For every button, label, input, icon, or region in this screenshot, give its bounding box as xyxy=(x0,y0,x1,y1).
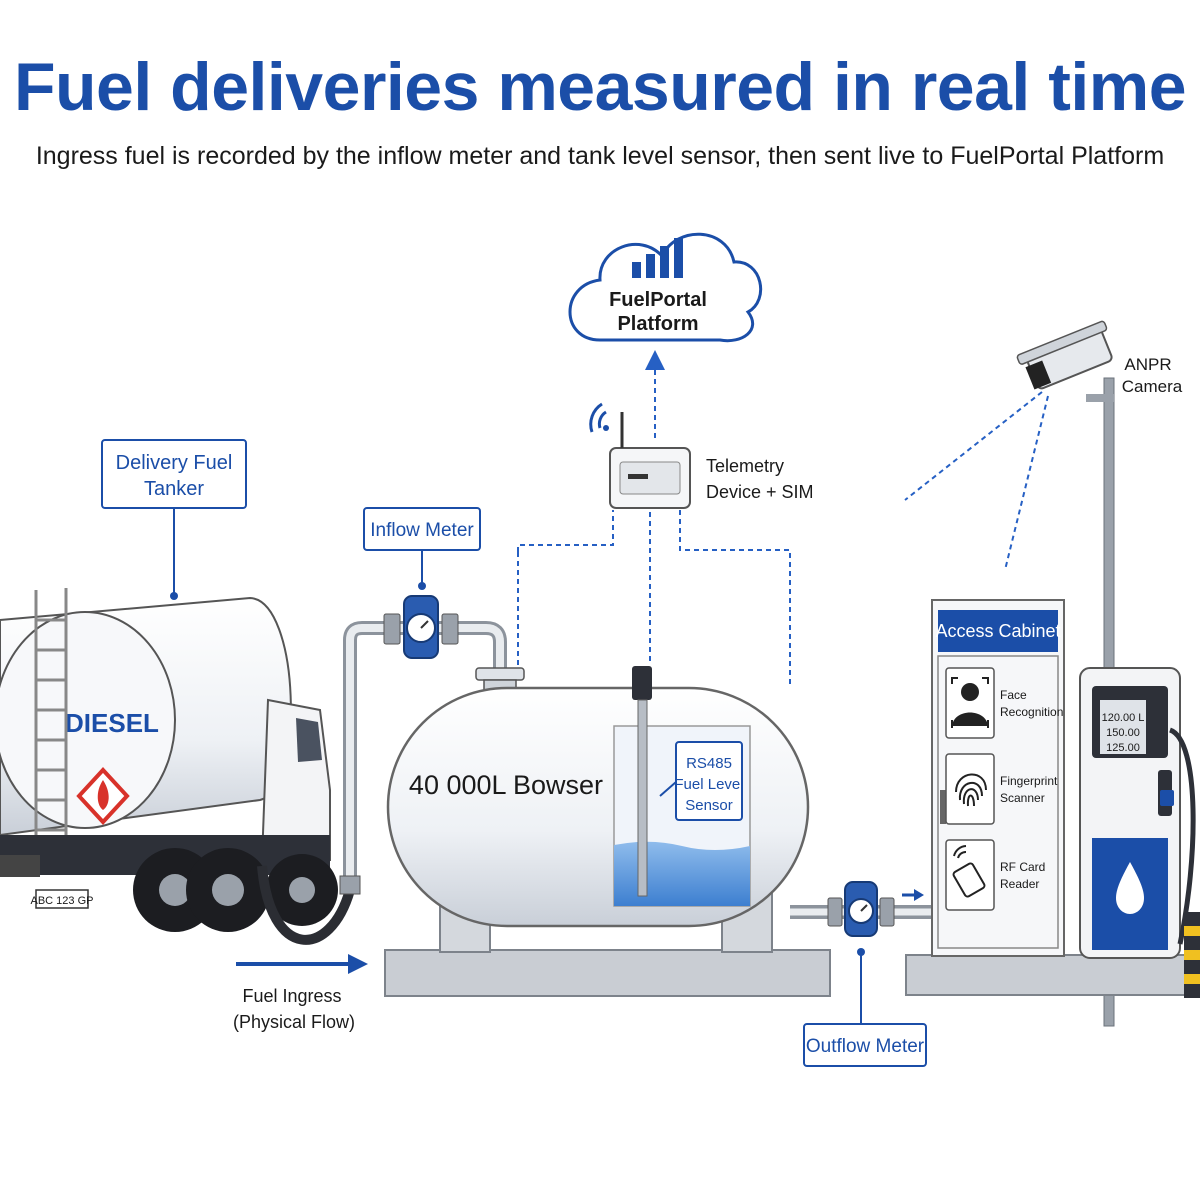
page-subtitle: Ingress fuel is recorded by the inflow m… xyxy=(35,142,1165,170)
ingress-label-line1: Fuel Ingress xyxy=(242,986,341,1006)
face-icon xyxy=(951,677,989,728)
pump-display-value: 150.00 xyxy=(1106,727,1140,739)
rf-card-reader-module[interactable]: RF Card Reader xyxy=(945,839,1045,911)
concrete-base xyxy=(905,954,1200,996)
cabinet-item-label: Scanner xyxy=(1000,791,1045,805)
camera-label-line1: ANPR xyxy=(1124,355,1171,374)
hazard-flame-icon xyxy=(76,767,130,825)
outflow-arrow xyxy=(902,889,924,901)
telemetry-label-line2: Device + SIM xyxy=(706,482,814,502)
fuel-level xyxy=(614,841,750,906)
bowser-tank[interactable]: 40 000L Bowser xyxy=(384,686,831,997)
outflow-meter-device[interactable] xyxy=(827,881,895,937)
access-cabinet[interactable]: Access Cabinet Face Recognition Fingerpr xyxy=(905,599,1200,996)
tanker-callout-line1: Delivery Fuel xyxy=(116,452,233,474)
pump-hose xyxy=(1168,727,1196,945)
cloud-label-line2: Platform xyxy=(617,313,698,335)
cloud-label-line1: FuelPortal xyxy=(609,289,707,311)
camera-view-line xyxy=(904,391,1043,501)
cabinet-title: Access Cabinet xyxy=(935,621,1060,641)
fuel-level-sensor-probe[interactable] xyxy=(632,666,652,897)
sensor-callout: RS485 Fuel Level Sensor xyxy=(659,741,744,821)
license-plate-text: ABC 123 GP xyxy=(31,895,94,907)
cabinet-item-label: Fingerprint xyxy=(1000,774,1058,788)
cabinet-item-label: Face xyxy=(1000,688,1027,702)
license-plate xyxy=(35,889,89,909)
camera-label-line2: Camera xyxy=(1122,377,1183,396)
tanker-ladder xyxy=(34,588,68,855)
outflow-meter-callout: Outflow Meter xyxy=(803,948,927,1067)
signal-bars-icon xyxy=(632,238,683,278)
cabinet-handle xyxy=(940,790,946,824)
fuel-dispenser[interactable]: 120.00 L 150.00 125.00 xyxy=(1079,667,1196,959)
page-title: Fuel deliveries measured in real time xyxy=(13,49,1187,125)
fuel-drop-icon xyxy=(1116,862,1144,914)
outflow-meter-label: Outflow Meter xyxy=(806,1036,925,1057)
delivery-tanker-truck[interactable]: DIESEL ABC xyxy=(0,588,338,932)
pump-display xyxy=(1100,700,1146,754)
ingress-label-line2: (Physical Flow) xyxy=(233,1012,355,1032)
fuelportal-cloud[interactable]: FuelPortal Platform xyxy=(568,232,763,343)
tanker-callout-line2: Tanker xyxy=(144,478,204,500)
cabinet-item-label: Recognition xyxy=(1000,705,1063,719)
truck-wheels xyxy=(133,848,338,932)
cabinet-item-label: RF Card xyxy=(1000,860,1045,874)
tanker-callout: Delivery Fuel Tanker xyxy=(101,439,247,600)
delivery-hose xyxy=(257,865,355,945)
wifi-icon xyxy=(589,402,609,433)
bowser-capacity-label: 40 000L Bowser xyxy=(409,770,603,800)
inflow-dashed-line xyxy=(517,510,614,552)
fuel-ingress-arrow xyxy=(236,954,368,974)
concrete-base xyxy=(384,949,831,997)
pump-display-value: 125.00 xyxy=(1106,742,1140,754)
face-recognition-module[interactable]: Face Recognition xyxy=(945,667,1063,739)
safety-bollard xyxy=(1184,912,1200,998)
fingerprint-icon xyxy=(955,773,987,807)
cabinet-item-label: Reader xyxy=(1000,877,1039,891)
inflow-meter-label: Inflow Meter xyxy=(370,520,474,541)
rf-card-icon xyxy=(952,845,986,898)
telemetry-device[interactable] xyxy=(589,402,691,509)
sensor-label-line1: RS485 xyxy=(686,755,732,772)
sensor-label-line2: Fuel Level xyxy=(674,776,743,793)
inflow-meter-device[interactable] xyxy=(383,595,459,659)
outflow-dashed-line xyxy=(679,510,791,686)
fingerprint-scanner-module[interactable]: Fingerprint Scanner xyxy=(945,753,1058,825)
telemetry-label-line1: Telemetry xyxy=(706,456,784,476)
camera-view-line xyxy=(1004,395,1049,571)
tanker-diesel-label: DIESEL xyxy=(65,708,159,738)
pump-display-value: 120.00 L xyxy=(1102,712,1145,724)
inflow-meter-callout: Inflow Meter xyxy=(363,507,481,590)
sensor-label-line3: Sensor xyxy=(685,797,733,814)
